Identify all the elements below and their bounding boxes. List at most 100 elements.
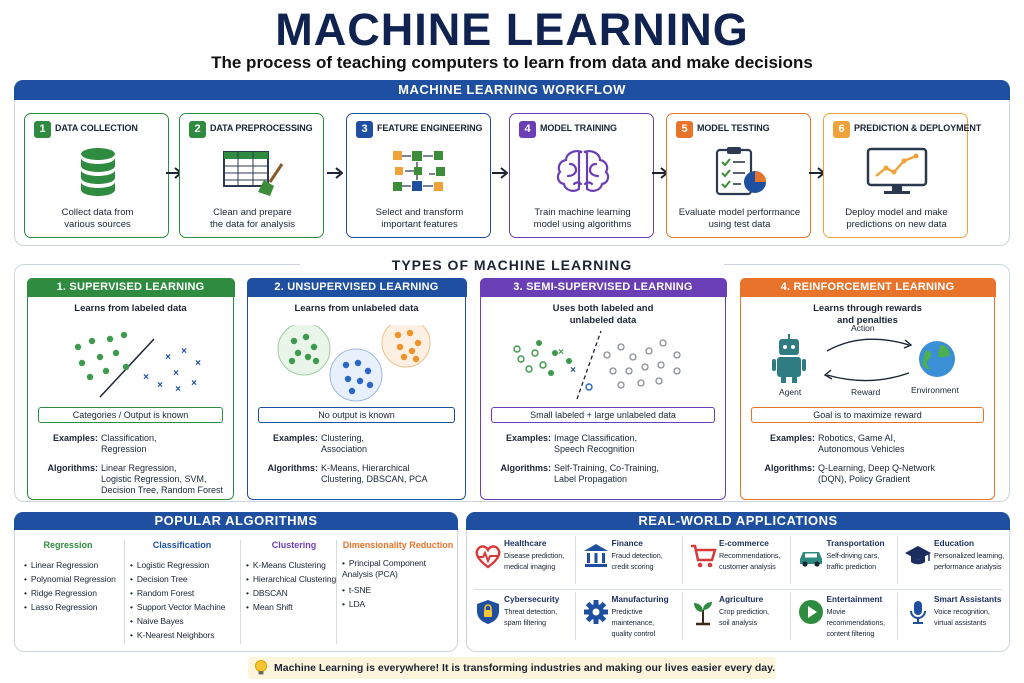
card-illustration: ××××××××	[28, 325, 233, 407]
step-description: Deploy model and make predictions on new…	[845, 207, 948, 230]
step-number: 2	[189, 121, 206, 138]
step-title: MODEL TESTING	[697, 123, 770, 133]
page-subtitle: The process of teaching computers to lea…	[211, 53, 813, 72]
svg-text:×: ×	[195, 358, 201, 369]
card-illustration	[248, 318, 465, 407]
algorithms-value: K-Means, Hierarchical Clustering, DBSCAN…	[321, 463, 428, 484]
algorithms-value: Linear Regression, Logistic Regression, …	[101, 463, 224, 495]
footer-banner: Machine Learning is everywhere! It is tr…	[248, 657, 776, 679]
column-divider	[240, 540, 241, 644]
page-title: MACHINE LEARNING	[275, 4, 749, 55]
algorithm-item: Logistic Regression	[130, 558, 234, 572]
card-subtitle: Learns through rewards and penalties	[813, 303, 922, 326]
algorithms-label: Algorithms:	[764, 463, 816, 473]
card-title: 4. REINFORCEMENT LEARNING	[739, 277, 996, 297]
gear-icon	[582, 598, 610, 626]
card-subtitle: Learns from unlabeled data	[294, 303, 419, 314]
application-description: Self-driving cars, traffic prediction	[826, 551, 880, 571]
algorithm-item: Principal Component Analysis (PCA)	[342, 558, 454, 580]
column-divider	[124, 540, 125, 644]
data-points-plot	[277, 318, 431, 402]
application-title: Smart Assistants	[934, 594, 1002, 604]
algorithm-item: t-SNE	[342, 583, 454, 597]
algorithms-value: Q-Learning, Deep Q-Network (DQN), Policy…	[818, 463, 936, 484]
cart-icon	[689, 542, 717, 570]
application-description: Voice recognition, virtual assistants	[934, 607, 990, 627]
algorithm-item: Decision Tree	[130, 572, 234, 586]
applications-title: REAL-WORLD APPLICATIONS	[466, 512, 1010, 530]
data-points-plot: ××	[513, 330, 681, 400]
application-description: Disease prediction, medical imaging	[504, 551, 565, 571]
application-title: E-commerce	[719, 538, 769, 548]
examples-label: Examples:	[505, 433, 551, 443]
reward-label: Reward	[851, 387, 881, 397]
workflow-title: MACHINE LEARNING WORKFLOW	[14, 80, 1010, 100]
algorithm-column-1: RegressionLinear RegressionPolynomial Re…	[24, 540, 116, 614]
data-points-plot: ××××××××	[74, 331, 201, 398]
algorithm-column-2: ClassificationLogistic RegressionDecisio…	[130, 540, 234, 642]
svg-text:×: ×	[181, 346, 187, 357]
algorithm-column-3: ClusteringK-Means ClusteringHierarchical…	[246, 540, 342, 614]
application-description: Crop prediction, soil analysis	[719, 607, 769, 627]
card-title: 1. SUPERVISED LEARNING	[26, 277, 235, 297]
algorithm-item: Mean Shift	[246, 600, 342, 614]
shield-lock-icon	[474, 598, 502, 626]
application-title: Finance	[611, 538, 643, 548]
plant-icon	[689, 598, 717, 626]
agent-environment-diagram	[772, 334, 955, 383]
column-divider	[574, 592, 576, 640]
arrow-right-icon	[327, 166, 344, 179]
environment-label: Environment	[911, 385, 959, 395]
examples-value: Robotics, Game AI, Autonomous Vehicles	[818, 433, 905, 454]
card-subtitle: Uses both labeled and unlabeled data	[552, 303, 654, 326]
arrow-right-icon	[492, 166, 509, 179]
clipboard-chart-icon	[705, 146, 775, 198]
step-number: 3	[356, 121, 373, 138]
step-title: PREDICTION & DEPLOYMENT	[854, 123, 982, 133]
brain-icon	[548, 146, 618, 198]
row-divider	[474, 589, 1002, 590]
algorithms-label: Algorithms:	[500, 463, 552, 473]
algorithm-item: Ridge Regression	[24, 586, 112, 600]
algorithm-item: K-Nearest Neighbors	[130, 628, 234, 642]
database-icon	[63, 146, 133, 198]
algorithm-list: Logistic RegressionDecision TreeRandom F…	[130, 558, 234, 642]
svg-text:×: ×	[175, 384, 181, 395]
algorithm-item: Hierarchical Clustering	[246, 572, 342, 586]
step-title: DATA COLLECTION	[55, 123, 138, 133]
svg-text:×: ×	[570, 365, 576, 376]
application-description: Recommendations, customer analysis	[719, 551, 781, 571]
svg-text:×: ×	[143, 372, 149, 383]
algorithm-column-heading: Clustering	[271, 540, 317, 550]
application-title: Manufacturing	[611, 594, 669, 604]
algorithms-label: Algorithms:	[47, 463, 99, 473]
application-description: Movie recommendations, content filtering	[826, 607, 886, 638]
step-title: MODEL TRAINING	[540, 123, 617, 133]
column-divider	[789, 536, 791, 584]
step-description: Evaluate model performance using test da…	[678, 207, 801, 230]
application-description: Threat detection, spam filtering	[504, 607, 558, 627]
algorithm-item: Naive Bayes	[130, 614, 234, 628]
algorithms-value: Self-Training, Co-Training, Label Propag…	[554, 463, 659, 484]
algorithm-item: Lasso Regression	[24, 600, 112, 614]
examples-value: Classification, Regression	[101, 433, 157, 454]
action-label: Action	[851, 323, 875, 333]
step-description: Collect data from various sources	[61, 207, 134, 230]
svg-text:×: ×	[558, 347, 564, 358]
ml-type-card-4: 4. REINFORCEMENT LEARNING Learns through …	[739, 277, 996, 500]
algorithm-list: K-Means ClusteringHierarchical Clusterin…	[246, 558, 342, 614]
application-description: Predictive maintenance, quality control	[611, 607, 656, 638]
applications-panel	[466, 512, 1010, 652]
feature-flow-icon	[385, 146, 455, 198]
